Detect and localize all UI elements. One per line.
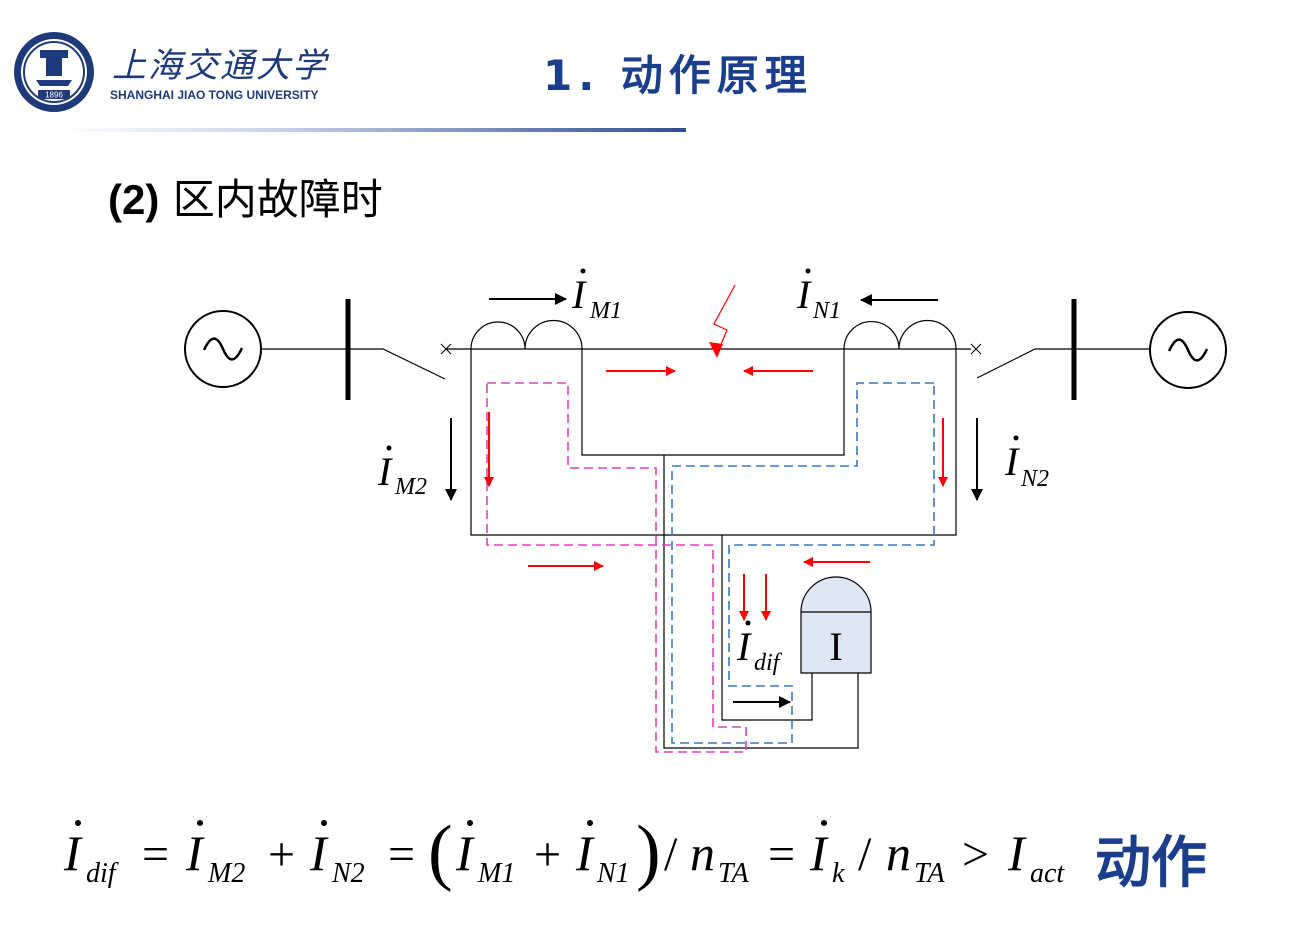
svg-text:I: I (63, 825, 83, 881)
left-ct-coil (470, 319, 583, 350)
svg-text:I: I (1007, 825, 1027, 881)
m-side-current-path (486, 382, 747, 753)
n-side-current-path (671, 382, 935, 744)
right-breaker (976, 348, 1074, 379)
svg-text:N1: N1 (596, 858, 630, 889)
svg-text:act: act (1030, 858, 1065, 889)
section-title: 区内故障时 (172, 175, 383, 224)
svg-text:I: I (809, 825, 829, 881)
svg-text:I: I (309, 825, 329, 881)
svg-text:=: = (142, 828, 169, 881)
svg-text:M1: M1 (589, 298, 622, 324)
svg-text:I: I (1004, 439, 1020, 484)
svg-text:+: + (268, 828, 295, 881)
svg-text:>: > (962, 828, 989, 881)
svg-text:I: I (571, 272, 587, 317)
logo-english-name: SHANGHAI JIAO TONG UNIVERSITY (110, 88, 319, 102)
left-generator-icon (184, 310, 262, 388)
section-heading: (2) 区内故障时 (108, 166, 383, 227)
logo-year: 1896 (45, 91, 63, 100)
svg-text:n: n (886, 825, 911, 881)
svg-text:/: / (664, 828, 678, 881)
svg-text:I: I (455, 825, 475, 881)
page-title: 1. 动作原理 (543, 51, 813, 100)
university-seal-icon: 1896 (14, 32, 94, 112)
svg-text:k: k (832, 858, 845, 889)
svg-text:=: = (768, 828, 795, 881)
differential-relay: I (800, 576, 872, 674)
section-number: (2) (108, 176, 160, 223)
secondary-wiring (470, 349, 957, 749)
svg-text:dif: dif (754, 650, 783, 676)
label-in1: I N1 (796, 268, 841, 324)
svg-text:TA: TA (914, 858, 945, 889)
relay-label: I (829, 624, 842, 669)
svg-text:): ) (636, 811, 661, 893)
svg-text:/: / (858, 828, 872, 881)
svg-text:dif: dif (86, 858, 119, 889)
svg-text:I: I (377, 449, 393, 494)
title-underline (60, 128, 686, 132)
red-current-arrows (484, 366, 948, 621)
svg-text:M2: M2 (207, 858, 245, 889)
black-current-arrows (445, 293, 983, 708)
svg-text:M2: M2 (394, 474, 427, 500)
svg-text:N1: N1 (812, 298, 841, 324)
fault-lightning-icon (709, 284, 736, 358)
svg-text:M1: M1 (477, 858, 515, 889)
action-label: 动作 (1095, 831, 1207, 896)
label-im2: I M2 (377, 445, 427, 500)
logo-chinese-name: 上海交通大学 (112, 46, 328, 86)
svg-text:I: I (185, 825, 205, 881)
label-in2: I N2 (1004, 435, 1049, 492)
svg-text:+: + (534, 828, 561, 881)
svg-text:I: I (796, 272, 812, 317)
svg-text:(: ( (428, 811, 453, 893)
svg-text:N2: N2 (331, 858, 365, 889)
left-breaker (348, 348, 446, 380)
svg-text:I: I (575, 825, 595, 881)
svg-text:n: n (690, 825, 715, 881)
right-breaker-contact-icon (970, 343, 982, 355)
label-im1: I M1 (571, 268, 622, 324)
svg-text:I: I (736, 624, 752, 669)
svg-text:N2: N2 (1020, 466, 1049, 492)
label-idif: I dif (736, 620, 783, 676)
right-generator-icon (1149, 311, 1227, 389)
differential-current-formula: I dif = I M2 + I N2 = ( I M1 + I N1 ) / … (63, 811, 1065, 893)
right-ct-coil (843, 319, 957, 350)
svg-text:TA: TA (718, 858, 749, 889)
svg-text:=: = (388, 828, 415, 881)
